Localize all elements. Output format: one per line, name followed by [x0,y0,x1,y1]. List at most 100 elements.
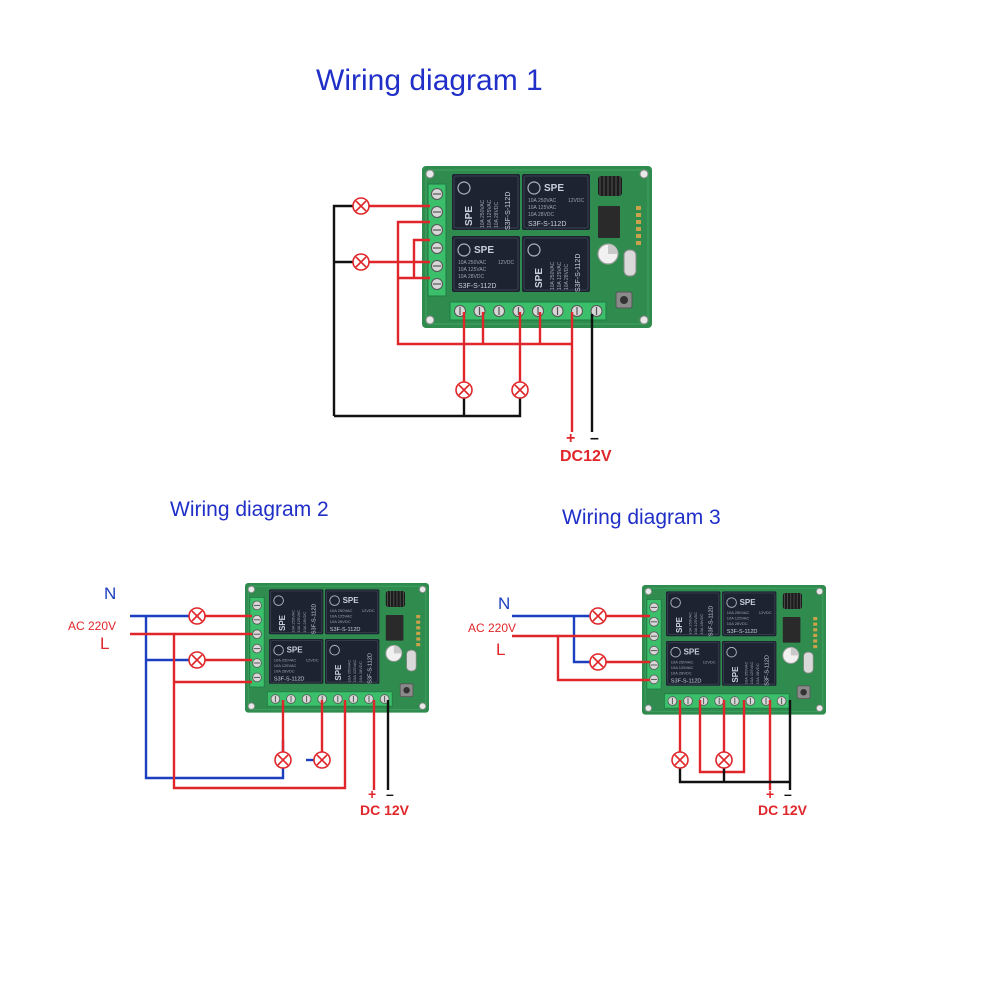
bottom-terminal-block [267,691,393,707]
relay-spec: 10A 125VAC [557,261,563,290]
relay-coil: 12VDC [703,659,716,664]
relay-spec: 10A 250VAC [744,661,749,684]
relay-spec: 10A 125VAC [296,610,301,633]
relay-spec: 10A 250VAC [671,659,694,664]
lamp-icon [188,607,206,625]
relay-spec: 10A 250VAC [274,657,297,662]
relay-spec: 10A 28VDC [564,263,570,290]
relay-spec: 10A 28VDC [458,274,485,280]
relay-spec: 10A 250VAC [528,198,557,204]
relay-spec: 10A 250VAC [330,608,353,613]
d1-common-red-wire [396,220,572,346]
relay-spec: 10A 28VDC [755,663,760,684]
relay-spec: 10A 28VDC [727,621,748,626]
relay-coil: 12VDC [306,657,319,662]
relay-spec: 10A 250VAC [727,610,750,615]
d1-black-lamp-return-wire [334,398,522,418]
d2-line-label: L [100,634,110,653]
mounting-hole [644,587,653,596]
d1-common-red-link-wire [412,238,430,278]
mounting-hole [816,587,824,596]
mounting-hole [419,702,427,710]
d2-power-label: DC 12V [360,802,410,818]
learn-button-icon [796,685,811,700]
relay-model: S3F-S-112D [764,655,770,686]
d1-minus-label: – [590,430,599,447]
relay-spec: 10A 250VAC [550,261,556,290]
d3-line-label: L [496,640,506,659]
antenna-coil-icon [598,176,622,196]
relay-spec: 10A 125VAC [693,612,698,635]
relay-model: S3F-S-112D [708,606,714,637]
relay-spec: 10A 28VDC [671,671,692,676]
relay-brand: SPE [731,666,740,683]
lamp-icon [511,381,529,399]
crystal [803,651,814,674]
d2-neutral-label: N [104,584,117,603]
d2-neutral-bus-wire [144,616,285,780]
relay-model: S3F-S-112D [505,192,512,230]
relay-spec: 10A 125VAC [274,663,297,668]
mounting-hole [247,585,256,594]
relay-spec: 10A 125VAC [352,659,357,682]
relay-spec: 10A 125VAC [487,199,493,228]
relay-spec: 10A 28VDC [302,612,307,633]
relay-brand: SPE [343,596,360,605]
pin-header [813,617,818,649]
lamp-icon [352,253,370,271]
bottom-terminal-block [449,301,607,321]
diagram-3-title: Wiring diagram 3 [562,506,721,529]
d3-line-wire [512,634,650,682]
relay-spec: 10A 125VAC [458,267,487,273]
mounting-hole [419,585,427,594]
diagram-1-title: Wiring diagram 1 [316,64,543,97]
d2-plus-label: + [368,786,377,802]
mounting-hole [639,315,649,325]
relay-model: S3F-S-112D [311,604,317,635]
lamp-icon [715,751,733,769]
relay-spec: 10A 250VAC [458,260,487,266]
relay-coil: 12VDC [759,610,772,615]
relay-brand: SPE [474,245,494,256]
lamp-icon [671,751,689,769]
relay-brand: SPE [278,614,287,631]
relay-brand: SPE [740,598,757,607]
relay-brand: SPE [464,206,475,226]
d3-neutral-label: N [498,594,511,613]
lamp-icon [188,651,206,669]
d3-plus-label: + [766,786,775,802]
bottom-terminal-block [664,693,790,709]
d1-plus-label: + [566,430,576,447]
relay-spec: 10A 125VAC [330,613,353,618]
antenna-coil-icon [385,591,405,608]
relay-model: S3F-S-112D [671,679,702,685]
d2-minus-label: – [386,786,394,802]
relay-coil: 12VDC [498,260,515,266]
lamp-icon [589,653,607,671]
mounting-hole [639,169,649,179]
pin-header [636,206,641,245]
crystal [406,649,417,672]
mounting-hole [816,704,824,712]
d3-neutral-branch-wire [572,616,590,664]
relay-coil: 12VDC [362,608,375,613]
d2-line-bus-wire [130,632,347,790]
relay-spec: 10A 28VDC [330,619,351,624]
wires-layer [130,204,792,790]
left-terminal-block [249,597,265,688]
lamp-icon [589,607,607,625]
capacitor [385,644,403,662]
relay-brand: SPE [675,616,684,633]
relay-model: S3F-S-112D [528,221,566,228]
relay-spec: 10A 250VAC [688,612,693,635]
